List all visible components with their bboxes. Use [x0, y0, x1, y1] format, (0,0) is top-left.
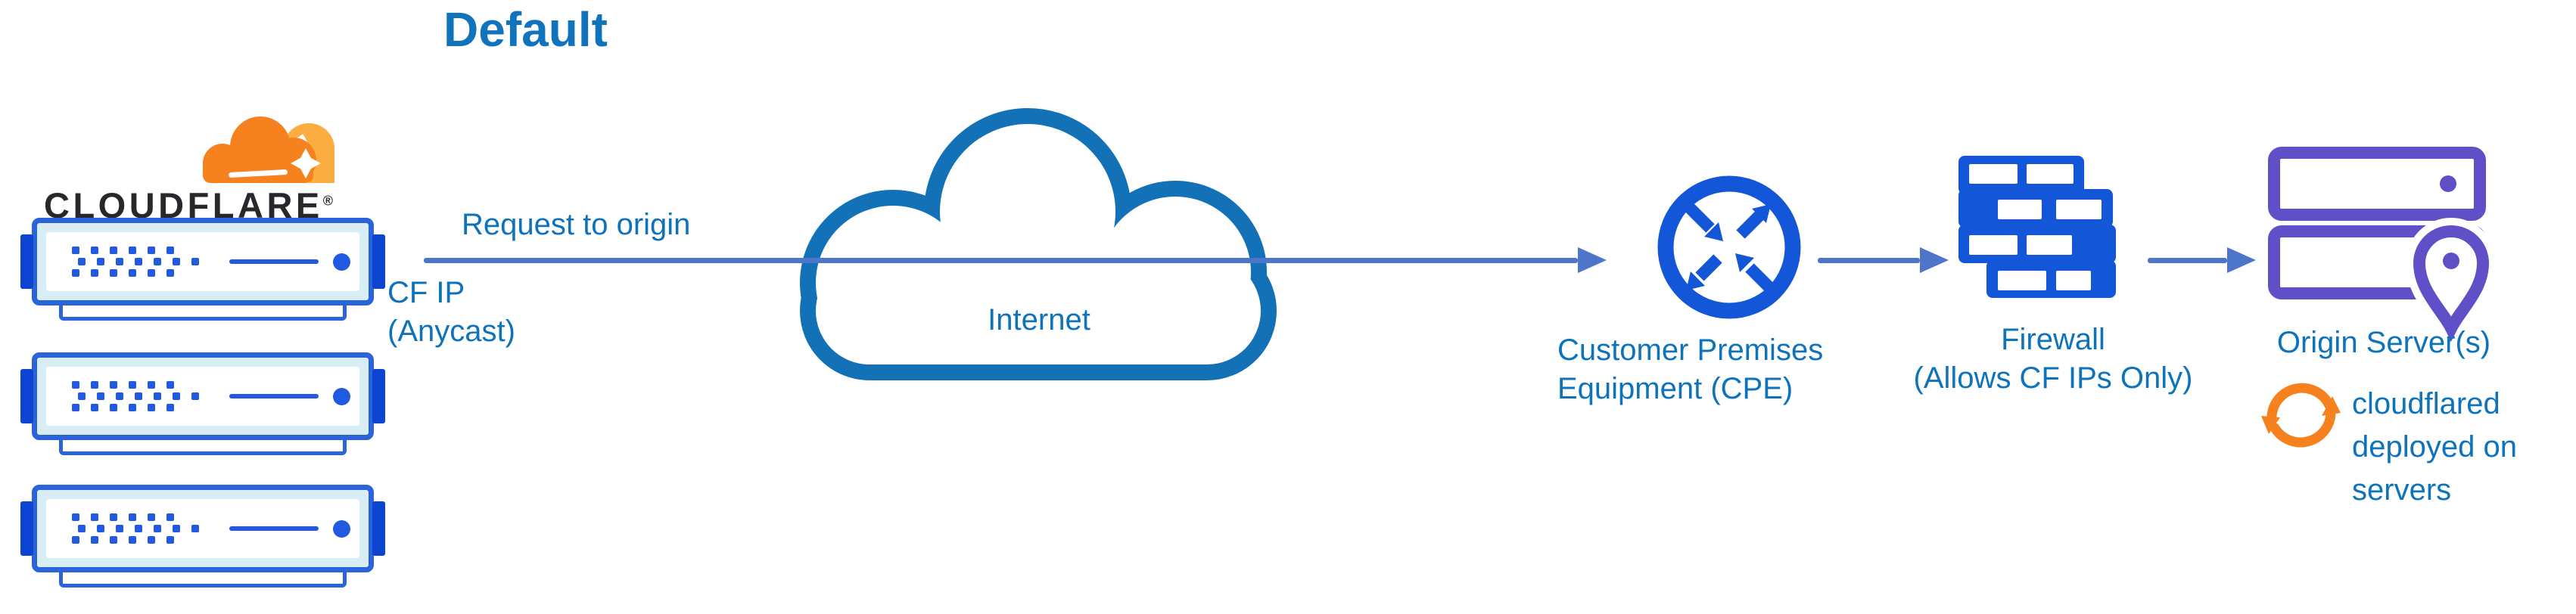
led-dot — [91, 536, 98, 544]
server-handle-left — [20, 234, 33, 289]
led-dot — [129, 404, 136, 411]
arrow-right-icon — [1818, 258, 1920, 263]
led-dot — [173, 525, 180, 532]
led-dot — [110, 404, 117, 411]
led-dot — [173, 392, 180, 400]
led-dot — [78, 258, 86, 265]
edge-server-icon — [20, 485, 385, 592]
led-dot — [154, 258, 161, 265]
led-dot — [91, 513, 98, 521]
led-dot — [110, 536, 117, 544]
server-led-dots — [72, 513, 199, 544]
led-dot — [191, 392, 199, 400]
led-dot — [110, 247, 117, 254]
led-dot — [135, 392, 142, 400]
led-dot — [154, 392, 161, 400]
server-led-dots — [72, 381, 199, 411]
firewall-icon — [1958, 156, 2116, 298]
led-dot — [110, 513, 117, 521]
edge-server-icon — [20, 352, 385, 460]
led-dot — [166, 404, 174, 411]
led-dot — [116, 392, 123, 400]
firewall-label: Firewall (Allows CF IPs Only) — [1913, 323, 2193, 395]
led-dot — [91, 381, 98, 389]
led-dot — [72, 247, 79, 254]
location-pin-icon — [2413, 225, 2490, 342]
led-dot — [129, 536, 136, 544]
server-handle-right — [372, 234, 385, 289]
request-to-origin-label: Request to origin — [462, 208, 691, 241]
led-dot — [166, 381, 174, 389]
led-dot — [148, 247, 155, 254]
origin-servers-icon — [2268, 147, 2497, 359]
cpe-label: Customer Premises Equipment (CPE) — [1557, 333, 1824, 405]
origin-servers-label: Origin Server(s) — [2276, 326, 2491, 359]
cloudflared-note: cloudflared deployed on servers — [2352, 387, 2517, 507]
led-dot — [97, 525, 104, 532]
server-slot — [229, 259, 319, 264]
sync-icon — [2261, 383, 2341, 448]
led-dot — [129, 513, 136, 521]
led-dot — [191, 525, 199, 532]
led-dot — [148, 404, 155, 411]
arrow-head-icon — [1920, 247, 1949, 273]
led-dot — [72, 269, 79, 277]
led-dot — [148, 381, 155, 389]
led-dot — [97, 392, 104, 400]
led-dot — [91, 404, 98, 411]
led-dot — [110, 269, 117, 277]
page-title: Default — [443, 2, 608, 57]
led-dot — [148, 269, 155, 277]
led-dot — [129, 381, 136, 389]
led-dot — [97, 258, 104, 265]
led-dot — [154, 525, 161, 532]
led-dot — [148, 513, 155, 521]
server-led — [333, 253, 350, 271]
led-dot — [78, 525, 86, 532]
led-dot — [72, 513, 79, 521]
led-dot — [116, 525, 123, 532]
led-dot — [91, 247, 98, 254]
cloudflare-logo-icon — [203, 116, 335, 186]
led-dot — [72, 381, 79, 389]
arrow-head-icon — [1578, 247, 1607, 273]
arrow-right-icon — [2148, 258, 2227, 263]
internet-label: Internet — [988, 303, 1090, 336]
led-dot — [191, 258, 199, 265]
edge-server-icon — [20, 218, 385, 325]
arrow-right-icon — [424, 258, 1578, 263]
led-dot — [173, 258, 180, 265]
internet-cloud-icon — [800, 108, 1277, 380]
registered-mark: ® — [322, 193, 337, 209]
led-dot — [129, 247, 136, 254]
led-dot — [166, 536, 174, 544]
server-led-dots — [72, 247, 199, 277]
led-dot — [72, 536, 79, 544]
led-dot — [129, 269, 136, 277]
led-dot — [148, 536, 155, 544]
led-dot — [91, 269, 98, 277]
led-dot — [110, 381, 117, 389]
led-dot — [72, 404, 79, 411]
led-dot — [116, 258, 123, 265]
led-dot — [166, 247, 174, 254]
led-dot — [78, 392, 86, 400]
led-dot — [135, 525, 142, 532]
led-dot — [166, 513, 174, 521]
server-body — [32, 218, 374, 305]
cpe-router-icon — [1657, 175, 1801, 319]
arrow-head-icon — [2227, 247, 2256, 273]
led-dot — [135, 258, 142, 265]
cf-ip-label: CF IP (Anycast) — [387, 276, 515, 348]
led-dot — [166, 269, 174, 277]
